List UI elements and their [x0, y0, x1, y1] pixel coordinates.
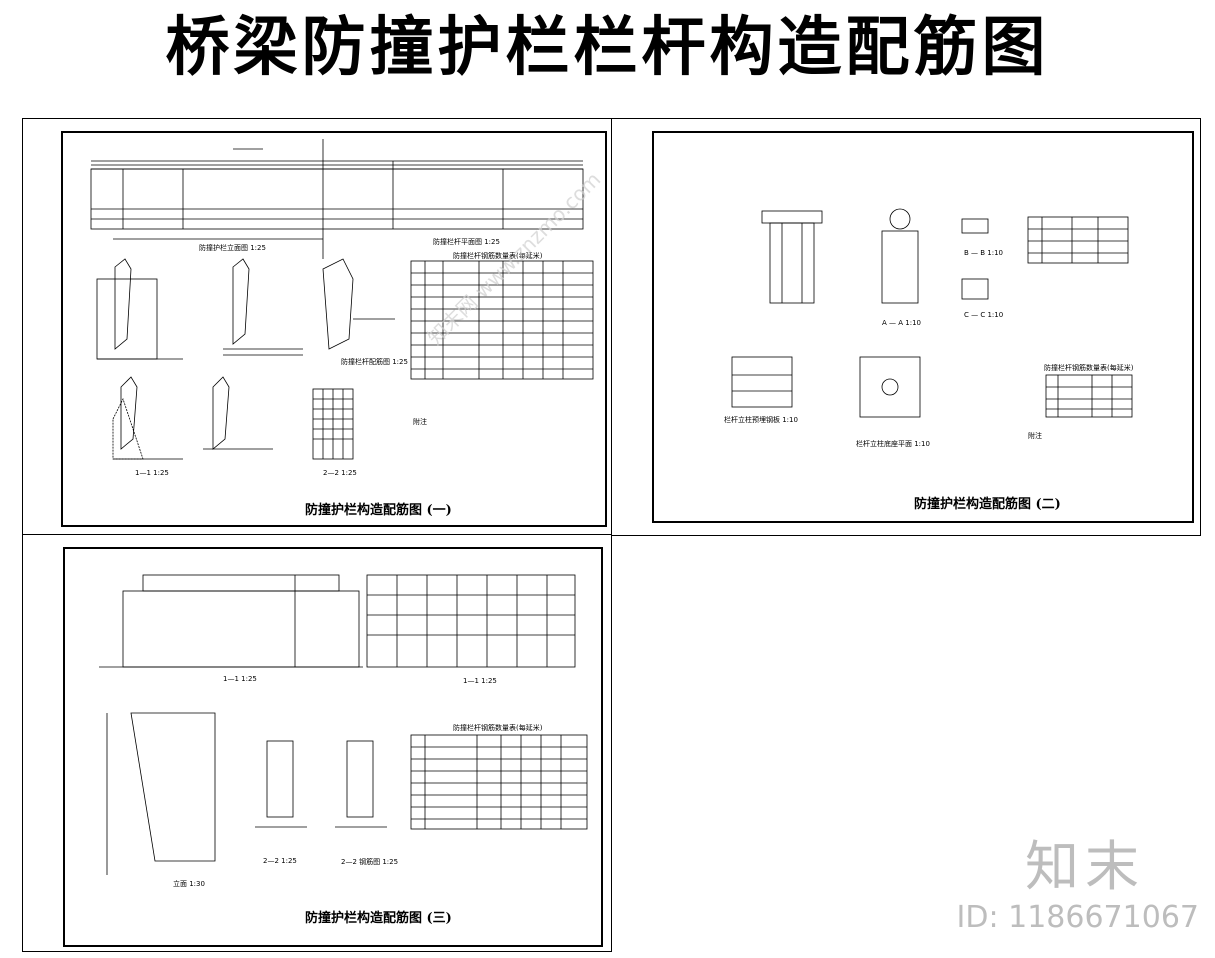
s1-sec2-label: 2—2 1:25	[323, 469, 357, 477]
s2-plate-label: 栏杆立柱底座平面 1:10	[856, 440, 930, 448]
sheet-1-frame	[61, 131, 607, 527]
drawing-sheet-1: 防撞护栏立面图 1:25 防撞栏杆平面图 1:25 防撞栏杆配筋图 1:25 1…	[22, 118, 612, 536]
sheet-2-frame	[652, 131, 1194, 523]
watermark-id: ID: 1186671067	[956, 900, 1199, 935]
drawing-sheet-2: A — A 1:10 B — B 1:10 C — C 1:10 栏杆立柱预埋钢…	[611, 118, 1201, 536]
s3-elev-label: 立面 1:30	[173, 880, 205, 888]
page-title: 桥梁防撞护栏栏杆构造配筋图	[165, 10, 1050, 85]
s3-sec22-label: 2—2 1:25	[263, 857, 297, 865]
s1-elev-label: 防撞护栏立面图 1:25	[199, 244, 266, 252]
s2-det-label: 栏杆立柱预埋钢板 1:10	[724, 416, 798, 424]
s2-notes-head: 附注	[1028, 432, 1042, 440]
drawing-sheet-3: 1—1 1:25 1—1 1:25 立面 1:30 2—2 1:25 2—2 钢…	[22, 534, 612, 952]
s1-sec1-label: 1—1 1:25	[135, 469, 169, 477]
s1-notes-head: 附注	[413, 418, 427, 426]
s2-table-title: 防撞栏杆钢筋数量表(每延米)	[1044, 364, 1134, 372]
sheet-3-frame	[63, 547, 603, 947]
s2-a-label: A — A 1:10	[882, 319, 921, 327]
sheet-3-drawing	[99, 574, 588, 875]
s3-sec22b-label: 2—2 钢筋图 1:25	[341, 858, 399, 866]
sheet-1-caption: 防撞护栏构造配筋图 (一)	[305, 503, 452, 518]
sheet-2-drawing	[731, 208, 1133, 418]
sheet-1-drawing	[90, 139, 594, 460]
s1-plan-label: 防撞栏杆平面图 1:25	[433, 238, 500, 246]
s3-sec11-label: 1—1 1:25	[223, 675, 257, 683]
s1-table-title: 防撞栏杆钢筋数量表(每延米)	[453, 252, 543, 260]
watermark-logo: 知末	[1025, 835, 1145, 898]
s1-sec-main-label: 防撞栏杆配筋图 1:25	[341, 358, 408, 366]
s3-table-title: 防撞栏杆钢筋数量表(每延米)	[453, 724, 543, 732]
sheet-2-caption: 防撞护栏构造配筋图 (二)	[914, 497, 1061, 512]
s3-sec11b-label: 1—1 1:25	[463, 677, 497, 685]
sheet-3-caption: 防撞护栏构造配筋图 (三)	[305, 911, 452, 926]
s2-c-label: C — C 1:10	[964, 311, 1004, 319]
s2-b-label: B — B 1:10	[964, 249, 1003, 257]
